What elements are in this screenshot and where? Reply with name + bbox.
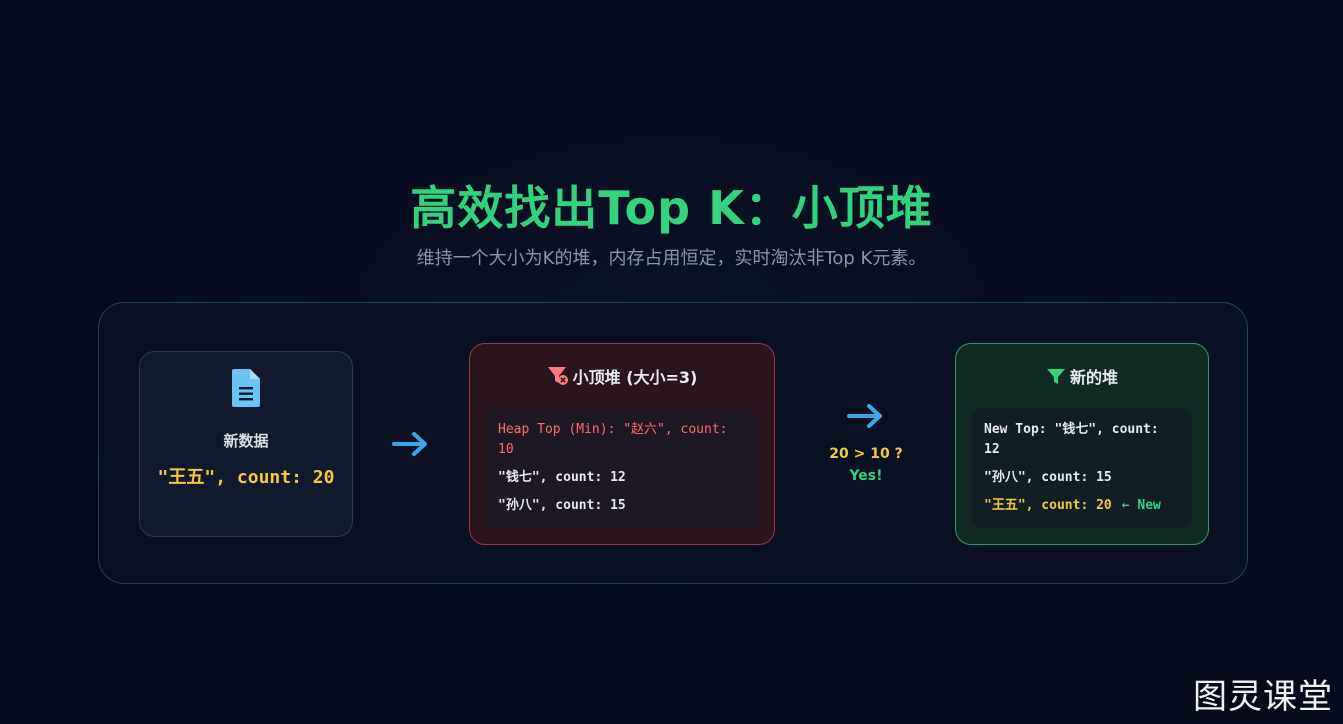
page-subtitle: 维持一个大小为K的堆，内存占用恒定，实时淘汰非Top K元素。 (416, 248, 927, 269)
comparison-expression: 20 > 10 ? (829, 446, 903, 462)
watermark: 图灵课堂 (1193, 677, 1333, 717)
page-title: 高效找出Top K：小顶堆 (410, 181, 933, 235)
heap-row: "孙八", count: 15 (498, 498, 626, 513)
heap-card-title: 小顶堆 (大小=3) (572, 368, 698, 387)
document-icon (232, 369, 260, 407)
comparison: 20 > 10 ? Yes! (816, 446, 916, 484)
new-heap-card-header: 新的堆 (956, 364, 1208, 388)
heap-top-row: Heap Top (Min): "赵六", count: 10 (498, 422, 728, 457)
input-card-value: "王五", count: 20 (157, 467, 335, 488)
new-heap-contents: New Top: "钱七", count: 12 "孙八", count: 15… (972, 408, 1192, 528)
comparison-answer: Yes! (849, 468, 883, 484)
new-tag: ← New (1121, 498, 1161, 513)
min-heap-card: 小顶堆 (大小=3) Heap Top (Min): "赵六", count: … (469, 343, 775, 545)
inserted-value: "王五", count: 20 (984, 498, 1112, 513)
new-heap-inserted-row: "王五", count: 20 ← New (984, 496, 1180, 516)
heap-row: "钱七", count: 12 (498, 470, 626, 485)
filter-x-icon (547, 367, 568, 385)
heap-card-header: 小顶堆 (大小=3) (470, 364, 774, 388)
input-card-label: 新数据 (223, 432, 269, 450)
new-heap-card: 新的堆 New Top: "钱七", count: 12 "孙八", count… (955, 343, 1209, 545)
new-heap-row: "孙八", count: 15 (984, 470, 1112, 485)
input-data-card: 新数据 "王五", count: 20 (139, 351, 353, 537)
new-heap-card-title: 新的堆 (1069, 368, 1118, 387)
new-heap-top-row: New Top: "钱七", count: 12 (984, 422, 1159, 457)
arrow-right-icon (847, 404, 882, 428)
heap-contents: Heap Top (Min): "赵六", count: 10 "钱七", co… (486, 408, 758, 528)
filter-icon (1046, 369, 1065, 384)
arrow-right-icon (392, 432, 427, 456)
